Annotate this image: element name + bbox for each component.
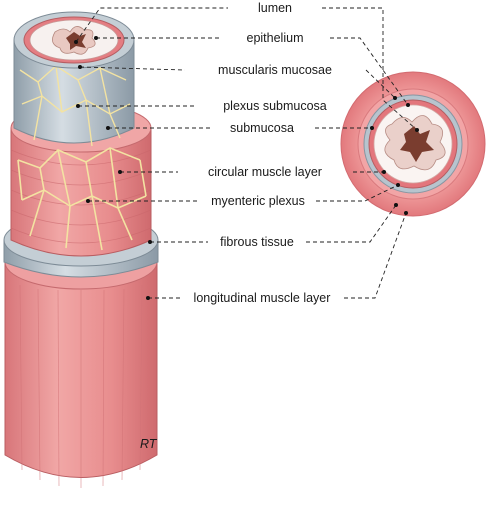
label-fibrous-tissue: fibrous tissue <box>220 235 294 249</box>
submucosa-cylinder <box>13 39 135 147</box>
cross-section <box>340 71 486 217</box>
labels: lumen epithelium muscularis mucosae plex… <box>140 1 332 451</box>
leader-dots <box>74 36 419 300</box>
label-longitudinal-muscle-layer: longitudinal muscle layer <box>194 291 331 305</box>
label-circular-muscle-layer: circular muscle layer <box>208 165 322 179</box>
label-plexus-submucosa: plexus submucosa <box>223 99 327 113</box>
plexus-submucosa-nerves <box>19 65 131 147</box>
artist-signature: RT <box>140 437 158 451</box>
myenteric-plexus-nerves <box>17 147 147 251</box>
label-submucosa: submucosa <box>230 121 294 135</box>
label-myenteric-plexus: myenteric plexus <box>211 194 305 208</box>
tube-top-section <box>13 11 135 69</box>
label-epithelium: epithelium <box>247 31 304 45</box>
label-muscularis-mucosae: muscularis mucosae <box>218 63 332 77</box>
label-lumen: lumen <box>258 1 292 15</box>
leader-lines <box>75 7 418 299</box>
